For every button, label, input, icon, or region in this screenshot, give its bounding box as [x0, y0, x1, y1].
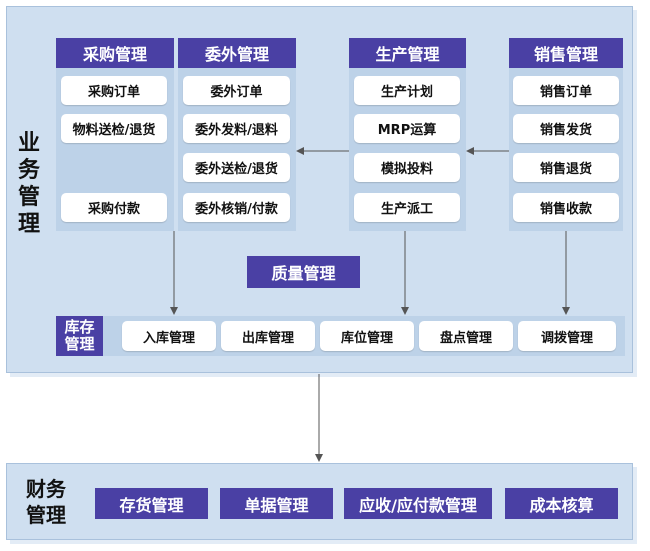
- finance-management-label: 财务管理: [18, 476, 74, 528]
- business-label-text: 业务管理: [17, 131, 40, 237]
- purchase-payment-box: 采购付款: [61, 193, 167, 222]
- outsource-issue-return-box: 委外发料/退料: [183, 114, 290, 143]
- inbound-management-box: 入库管理: [122, 321, 216, 351]
- purchase-order-box: 采购订单: [61, 76, 167, 105]
- outsource-order-box: 委外订单: [183, 76, 290, 105]
- outsource-writeoff-payment-box: 委外核销/付款: [183, 193, 290, 222]
- sales-delivery-box: 销售发货: [513, 114, 619, 143]
- stocktake-management-box: 盘点管理: [419, 321, 513, 351]
- receivable-payable-management-box: 应收/应付款管理: [344, 488, 492, 519]
- business-management-label: 业务管理: [12, 130, 46, 238]
- inventory-management-header: 库存管理: [56, 316, 103, 356]
- production-dispatch-box: 生产派工: [354, 193, 460, 222]
- stock-management-box: 存货管理: [95, 488, 208, 519]
- outbound-management-box: 出库管理: [221, 321, 315, 351]
- location-management-box: 库位管理: [320, 321, 414, 351]
- inventory-label-text: 库存管理: [64, 318, 95, 353]
- outsource-management-header: 委外管理: [178, 38, 296, 68]
- transfer-management-box: 调拨管理: [518, 321, 616, 351]
- sales-collection-box: 销售收款: [513, 193, 619, 222]
- sales-order-box: 销售订单: [513, 76, 619, 105]
- production-management-header: 生产管理: [349, 38, 466, 68]
- cost-accounting-box: 成本核算: [505, 488, 618, 519]
- purchase-management-header: 采购管理: [56, 38, 174, 68]
- document-management-box: 单据管理: [220, 488, 333, 519]
- finance-label-text: 财务管理: [26, 477, 66, 527]
- material-inspection-return-box: 物料送检/退货: [61, 114, 167, 143]
- simulated-feeding-box: 模拟投料: [354, 153, 460, 182]
- mrp-calculation-box: MRP运算: [354, 114, 460, 143]
- quality-management-box: 质量管理: [247, 256, 360, 288]
- sales-return-box: 销售退货: [513, 153, 619, 182]
- production-plan-box: 生产计划: [354, 76, 460, 105]
- outsource-inspection-return-box: 委外送检/退货: [183, 153, 290, 182]
- sales-management-header: 销售管理: [509, 38, 623, 68]
